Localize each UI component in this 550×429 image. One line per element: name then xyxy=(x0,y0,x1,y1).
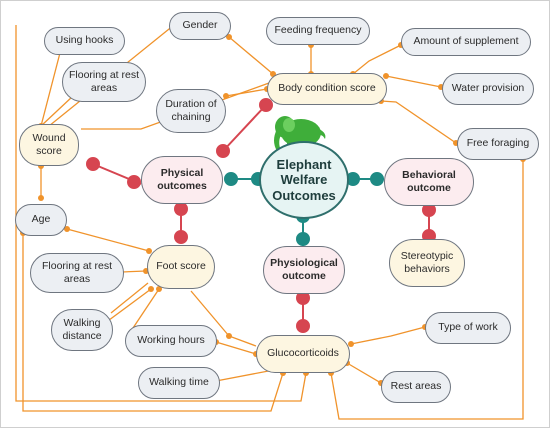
stereotypic-behaviors-label: Stereotypic behaviors xyxy=(400,249,454,275)
wound-score-label: Wound score xyxy=(32,131,66,157)
link-hours-gluco xyxy=(215,341,257,355)
body-condition-score-label: Body condition score xyxy=(278,82,376,95)
foot-score-node: Foot score xyxy=(147,245,215,289)
free-foraging-label: Free foraging xyxy=(466,137,530,150)
amount-of-supplement-node: Amount of supplement xyxy=(401,28,531,56)
flooring-rest-areas-top-node: Flooring at rest areas xyxy=(62,62,146,102)
behavioral-outcome-label: Behavioral outcome xyxy=(402,168,456,194)
central-node: Elephant Welfare Outcomes xyxy=(259,141,349,219)
duration-of-chaining-label: Duration of chaining xyxy=(165,97,217,123)
body-condition-score-node: Body condition score xyxy=(267,73,387,105)
link-typework-gluco xyxy=(350,326,426,345)
link-supplement-bcs xyxy=(352,44,402,75)
physiological-outcome-label: Physiological outcome xyxy=(270,256,338,282)
link-working-hours-foot xyxy=(130,288,160,332)
feeding-frequency-node: Feeding frequency xyxy=(266,17,370,45)
walking-distance-label: Walking distance xyxy=(62,316,102,342)
wound-score-node: Wound score xyxy=(19,124,79,166)
link-hours-extra-foot xyxy=(110,282,149,314)
walking-time-node: Walking time xyxy=(138,367,220,399)
link-chaining-bcs xyxy=(225,88,268,97)
walking-distance-node: Walking distance xyxy=(51,309,113,351)
using-hooks-node: Using hooks xyxy=(44,27,125,55)
age-label: Age xyxy=(31,213,51,226)
flooring-rest-areas-top-label: Flooring at rest areas xyxy=(68,68,140,94)
type-of-work-label: Type of work xyxy=(438,321,498,334)
free-foraging-node: Free foraging xyxy=(457,128,539,160)
water-provision-label: Water provision xyxy=(451,82,525,95)
gender-label: Gender xyxy=(182,19,218,32)
rest-areas-label: Rest areas xyxy=(390,380,442,393)
glucocorticoids-label: Glucocorticoids xyxy=(267,347,339,360)
duration-of-chaining-node: Duration of chaining xyxy=(156,89,226,133)
link-foraging-bcs xyxy=(380,100,457,144)
flooring-rest-areas-bottom-node: Flooring at rest areas xyxy=(30,253,124,293)
physical-outcomes-label: Physical outcomes xyxy=(157,166,207,192)
foot-score-label: Foot score xyxy=(156,260,206,273)
central-label: Elephant Welfare Outcomes xyxy=(272,156,336,203)
walking-time-label: Walking time xyxy=(149,376,209,389)
glucocorticoids-node: Glucocorticoids xyxy=(256,335,350,373)
behavioral-outcome-node: Behavioral outcome xyxy=(384,158,474,206)
gender-node: Gender xyxy=(169,12,231,40)
feeding-frequency-label: Feeding frequency xyxy=(274,24,362,37)
type-of-work-node: Type of work xyxy=(425,312,511,344)
using-hooks-label: Using hooks xyxy=(55,34,114,47)
link-hooks-wound xyxy=(40,48,62,127)
water-provision-node: Water provision xyxy=(442,73,534,105)
link-water-bcs xyxy=(385,75,442,88)
working-hours-label: Working hours xyxy=(137,334,205,347)
age-node: Age xyxy=(15,204,67,236)
physiological-outcome-node: Physiological outcome xyxy=(263,246,345,294)
physical-outcomes-node: Physical outcomes xyxy=(141,156,223,204)
link-gender-bcs xyxy=(228,36,274,75)
amount-of-supplement-label: Amount of supplement xyxy=(413,35,519,48)
link-age-long-route xyxy=(22,233,284,412)
link-age-foot xyxy=(66,228,150,252)
rest-areas-node: Rest areas xyxy=(381,371,451,403)
stereotypic-behaviors-node: Stereotypic behaviors xyxy=(389,239,465,287)
flooring-rest-areas-bottom-label: Flooring at rest areas xyxy=(41,259,113,285)
link-foraging-long-route xyxy=(330,159,524,420)
working-hours-node: Working hours xyxy=(125,325,217,357)
link-restareas-gluco xyxy=(346,362,382,384)
link-flooring-wound xyxy=(40,95,74,127)
